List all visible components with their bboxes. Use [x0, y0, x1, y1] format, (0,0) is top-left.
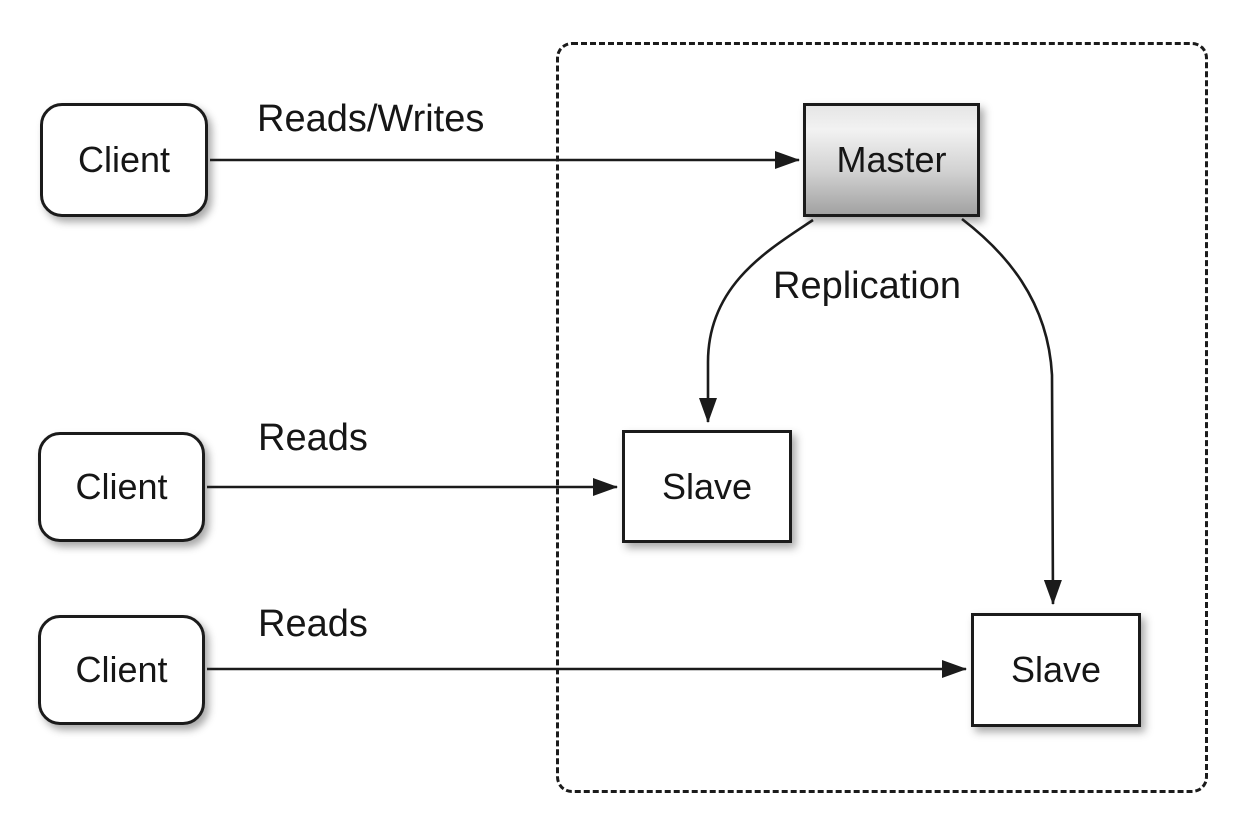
reads-top-edge-label: Reads [258, 417, 368, 459]
reads-writes-edge-label: Reads/Writes [257, 98, 485, 140]
slave-node-2-label: Slave [1010, 649, 1102, 690]
replication-edge-label: Replication [773, 265, 961, 307]
replication-cluster-boundary [556, 42, 1208, 793]
slave-node-2: Slave [971, 613, 1141, 727]
client-node-2-label: Client [75, 466, 168, 507]
client-node-2: Client [38, 432, 205, 542]
master-node-label: Master [836, 139, 947, 180]
slave-node-1-label: Slave [661, 465, 753, 507]
client-node-1-label: Client [77, 139, 171, 180]
client-node-3: Client [38, 615, 205, 725]
client-node-1: Client [40, 103, 208, 217]
slave-node-1: Slave [622, 430, 792, 543]
client-node-3-label: Client [75, 649, 168, 690]
master-node: Master [803, 103, 980, 217]
reads-bottom-edge-label: Reads [258, 603, 368, 645]
